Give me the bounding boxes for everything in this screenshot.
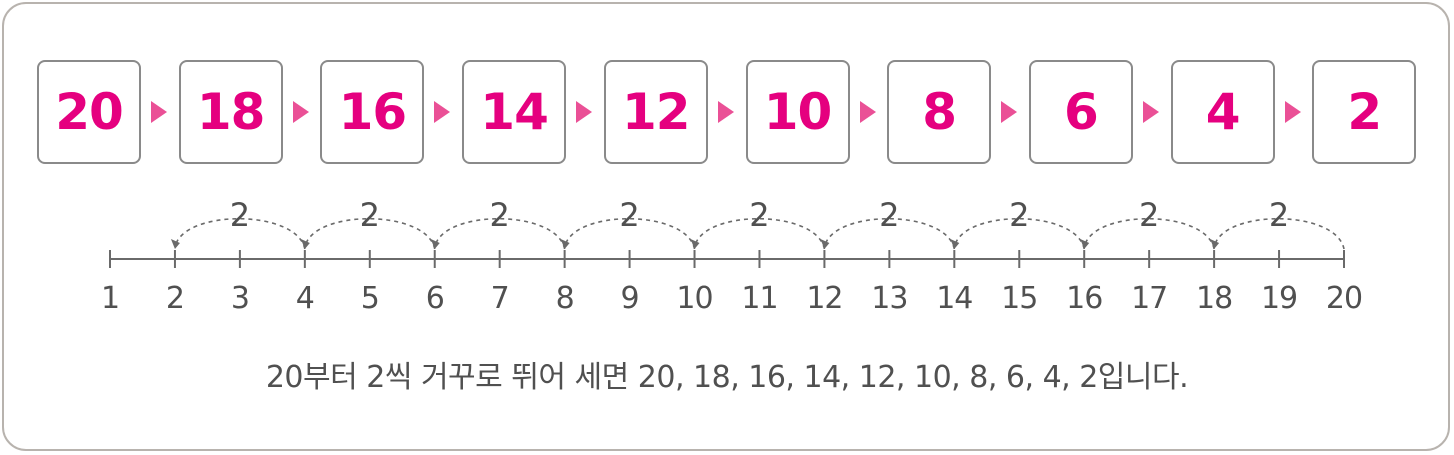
- tick-label-highlighted: 4: [283, 276, 327, 320]
- tick-label-text: 4: [295, 280, 315, 316]
- tick-label-text: 20: [1325, 280, 1363, 316]
- jump-arrowhead-icon: [950, 239, 960, 249]
- sequence-box: 4: [1170, 60, 1275, 164]
- jump-arrowhead-icon: [1080, 239, 1090, 249]
- sequence-box: 12: [603, 60, 708, 164]
- tick-label-highlighted: 2: [153, 276, 197, 320]
- jump-arc: [823, 217, 956, 250]
- jump-arrowhead-icon: [170, 239, 180, 249]
- tick-label-text: 7: [490, 280, 510, 316]
- sequence-box: 18: [178, 60, 283, 164]
- tick-label: 3: [218, 276, 262, 320]
- tick-label-highlighted: 10: [673, 276, 717, 320]
- sequence-arrow-icon: [859, 101, 876, 123]
- caption: 20부터 2씩 거꾸로 뛰어 세면 20, 18, 16, 14, 12, 10…: [265, 360, 1189, 395]
- tick-label-text: 6: [425, 280, 445, 316]
- jump-arrowhead-icon: [690, 239, 700, 249]
- tick-label-text: 1: [100, 280, 120, 316]
- sequence-arrow-icon: [1142, 101, 1159, 123]
- jump-label: 2: [879, 196, 900, 234]
- tick-label-text: 2: [165, 280, 185, 316]
- jump-arc: [433, 217, 566, 250]
- sequence-arrow-icon: [151, 101, 167, 123]
- tick-label-text: 10: [676, 280, 713, 316]
- tick-label-text: 15: [1001, 280, 1038, 316]
- tick-label-text: 12: [806, 280, 843, 316]
- tick-label-text: 9: [620, 280, 640, 316]
- tick-label-highlighted: 14: [932, 276, 976, 320]
- tick-label-text: 17: [1131, 280, 1168, 316]
- tick-label: 11: [737, 276, 781, 320]
- jump-arc: [304, 217, 436, 250]
- jump-arrowhead-icon: [820, 239, 830, 249]
- tick-label-text: 11: [741, 280, 778, 316]
- jump-label: 2: [359, 196, 380, 234]
- jump-label: 2: [1138, 196, 1160, 234]
- sequence-box: 6: [1028, 60, 1133, 164]
- sequence-box: 10: [745, 60, 850, 164]
- tick-label-text: 5: [360, 280, 380, 316]
- tick-label: 20: [1322, 276, 1366, 320]
- tick-label-text: 3: [230, 280, 250, 316]
- jump-arc: [693, 217, 826, 250]
- jump-label: 2: [1268, 196, 1290, 234]
- tick-label: 1: [88, 276, 132, 320]
- jump-arrowhead-icon: [430, 239, 440, 249]
- jump-arrowhead-icon: [300, 239, 310, 249]
- tick-label-text: 18: [1196, 280, 1233, 316]
- tick-label: 17: [1127, 276, 1171, 320]
- tick-label-highlighted: 8: [543, 276, 587, 320]
- jump-label: 2: [749, 196, 770, 234]
- sequence-box: 2: [1312, 60, 1417, 164]
- tick-label-highlighted: 16: [1062, 276, 1106, 320]
- sequence-arrow-icon: [1284, 101, 1301, 123]
- tick-label: 7: [478, 276, 522, 320]
- sequence-arrow-icon: [292, 101, 309, 123]
- jump-label: 2: [229, 196, 251, 234]
- sequence-arrow-icon: [434, 101, 451, 123]
- sequence-arrow-icon: [576, 101, 593, 123]
- sequence-box: 20: [37, 60, 141, 164]
- tick-label-text: 16: [1066, 280, 1103, 316]
- jump-arrowhead-icon: [1210, 239, 1220, 249]
- tick-label-text: 14: [936, 280, 973, 316]
- jump-label: 2: [619, 196, 640, 234]
- jump-arrowhead-icon: [560, 239, 570, 249]
- jump-label: 2: [1009, 196, 1030, 234]
- jump-arc: [1213, 217, 1345, 250]
- tick-label: 19: [1257, 276, 1301, 320]
- sequence-box: 8: [887, 60, 992, 164]
- sequence-box: 14: [462, 60, 567, 164]
- sequence-arrow-icon: [1001, 101, 1018, 123]
- tick-label: 13: [867, 276, 911, 320]
- jump-arc: [1083, 217, 1215, 250]
- jump-arc: [953, 217, 1085, 250]
- sequence-box: 16: [320, 60, 425, 164]
- jump-arc: [563, 217, 696, 250]
- tick-label-text: 8: [555, 280, 575, 316]
- tick-label: 9: [608, 276, 652, 320]
- jump-arc: [174, 217, 306, 250]
- tick-label: 15: [997, 276, 1041, 320]
- tick-label-text: 13: [871, 280, 908, 316]
- sequence-arrow-icon: [717, 101, 734, 123]
- tick-label: 5: [348, 276, 392, 320]
- tick-label-highlighted: 18: [1192, 276, 1236, 320]
- jump-label: 2: [489, 196, 510, 234]
- tick-label-highlighted: 12: [802, 276, 846, 320]
- tick-label-text: 19: [1260, 280, 1298, 316]
- tick-label-highlighted: 6: [413, 276, 457, 320]
